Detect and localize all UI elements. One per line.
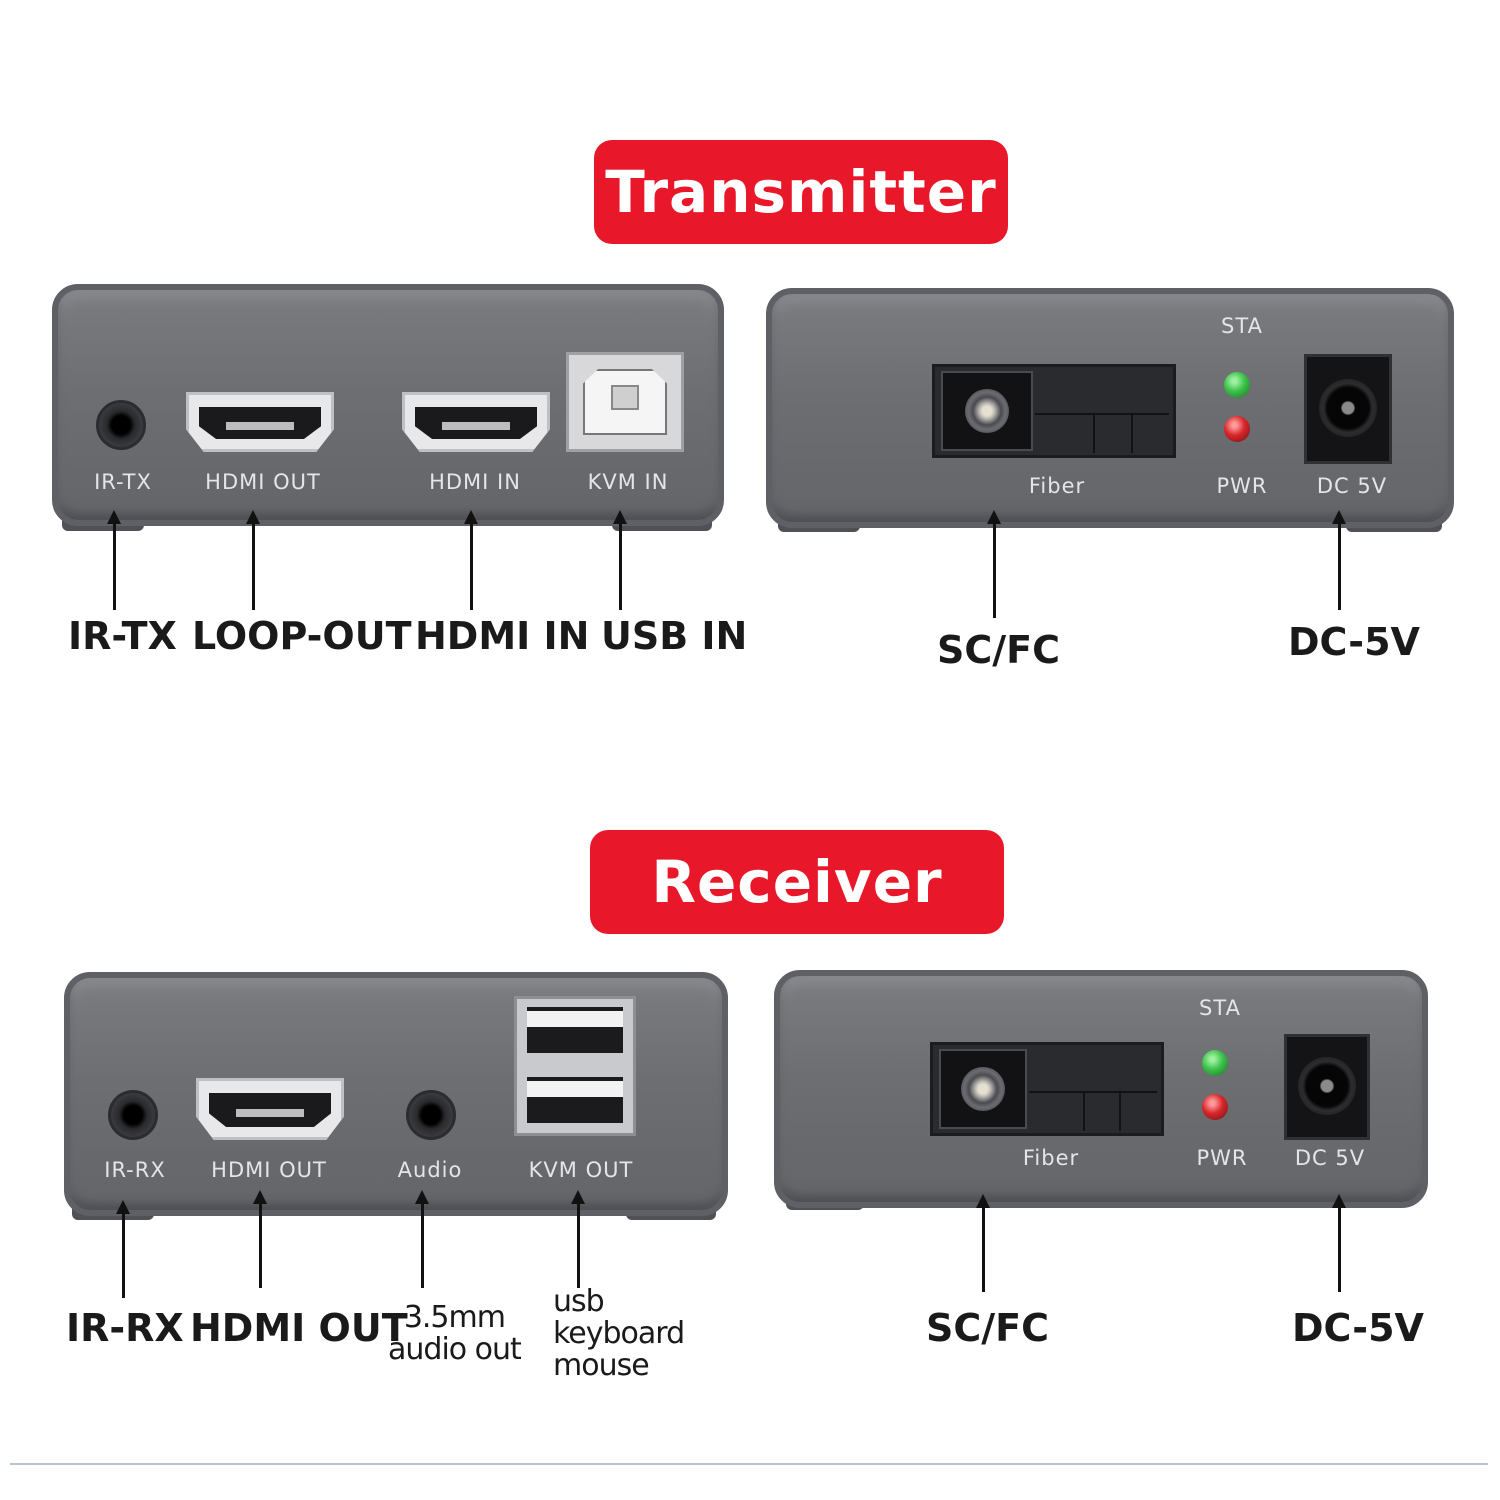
callout-usb-line-2: keyboard: [553, 1316, 685, 1351]
port-label-audio: Audio: [397, 1158, 463, 1182]
hdmi-in-port: [402, 392, 550, 452]
fiber-module: [930, 1042, 1164, 1136]
port-label-hdmi-out: HDMI OUT: [211, 1158, 327, 1182]
port-label-fiber: Fiber: [1022, 1146, 1080, 1170]
receiver-banner: Receiver: [590, 830, 1004, 934]
arrow: [246, 510, 260, 610]
dc-jack: [1284, 1034, 1370, 1140]
port-label-dc-5v: DC 5V: [1294, 1146, 1366, 1170]
arrow: [107, 510, 121, 610]
sta-led: [1224, 372, 1250, 398]
ir-rx-jack: [108, 1090, 158, 1140]
arrow: [976, 1194, 990, 1292]
callout-audio-out: 3.5mm audio out: [388, 1300, 522, 1367]
callout-dc-5v: DC-5V: [1288, 620, 1420, 664]
dc-jack: [1304, 354, 1392, 464]
arrow: [253, 1190, 267, 1288]
port-label-kvm-out: KVM OUT: [528, 1158, 634, 1182]
callout-sc-fc: SC/FC: [937, 628, 1060, 672]
receiver-left-panel: IR-RX HDMI OUT Audio KVM OUT: [64, 972, 728, 1216]
receiver-title: Receiver: [651, 848, 943, 916]
fiber-module: [932, 364, 1176, 458]
port-label-kvm-in: KVM IN: [587, 470, 669, 494]
arrow: [987, 510, 1001, 618]
arrow: [571, 1190, 585, 1288]
port-label-hdmi-in: HDMI IN: [429, 470, 521, 494]
callout-usb-keyboard-mouse: usb keyboard mouse: [553, 1284, 685, 1383]
callout-usb-line-3: mouse: [553, 1348, 650, 1383]
callout-audio-line-2: audio out: [388, 1332, 522, 1367]
arrow: [464, 510, 478, 610]
arrow: [1332, 510, 1346, 610]
transmitter-right-panel: STA Fiber PWR DC 5V: [766, 288, 1454, 528]
callout-usb-in: USB IN: [601, 614, 748, 658]
pwr-led: [1202, 1094, 1228, 1120]
callout-sc-fc: SC/FC: [926, 1306, 1049, 1350]
port-label-pwr: PWR: [1196, 1146, 1248, 1170]
callout-ir-rx: IR-RX: [66, 1306, 184, 1350]
arrow: [613, 510, 627, 610]
port-label-pwr: PWR: [1216, 474, 1268, 498]
pwr-led: [1224, 416, 1250, 442]
led-label-sta: STA: [1221, 314, 1263, 338]
port-label-dc-5v: DC 5V: [1316, 474, 1388, 498]
transmitter-left-panel: IR-TX HDMI OUT HDMI IN KVM IN: [52, 284, 724, 526]
hdmi-out-port: [196, 1078, 344, 1140]
hdmi-out-port: [186, 392, 334, 452]
callout-audio-line-1: 3.5mm: [403, 1300, 506, 1335]
callout-dc-5v: DC-5V: [1292, 1306, 1424, 1350]
callout-hdmi-in: HDMI IN: [415, 614, 590, 658]
callout-hdmi-out: HDMI OUT: [190, 1306, 408, 1350]
port-label-ir-tx: IR-TX: [94, 470, 152, 494]
callout-loop-out: LOOP-OUT: [192, 614, 412, 658]
ir-tx-jack: [96, 400, 146, 450]
transmitter-title: Transmitter: [605, 158, 997, 226]
callout-usb-line-1: usb: [553, 1284, 605, 1319]
usb-b-port: [566, 352, 684, 452]
usb-a-dual-port: [514, 996, 636, 1136]
led-label-sta: STA: [1199, 996, 1241, 1020]
arrow: [415, 1190, 429, 1288]
port-label-hdmi-out: HDMI OUT: [205, 470, 321, 494]
audio-jack: [406, 1090, 456, 1140]
port-label-fiber: Fiber: [1028, 474, 1086, 498]
receiver-right-panel: STA Fiber PWR DC 5V: [774, 970, 1428, 1208]
arrow: [116, 1200, 130, 1298]
bottom-divider: [10, 1463, 1488, 1465]
callout-ir-tx: IR-TX: [68, 614, 177, 658]
sta-led: [1202, 1050, 1228, 1076]
arrow: [1332, 1194, 1346, 1292]
transmitter-banner: Transmitter: [594, 140, 1008, 244]
port-label-ir-rx: IR-RX: [104, 1158, 166, 1182]
